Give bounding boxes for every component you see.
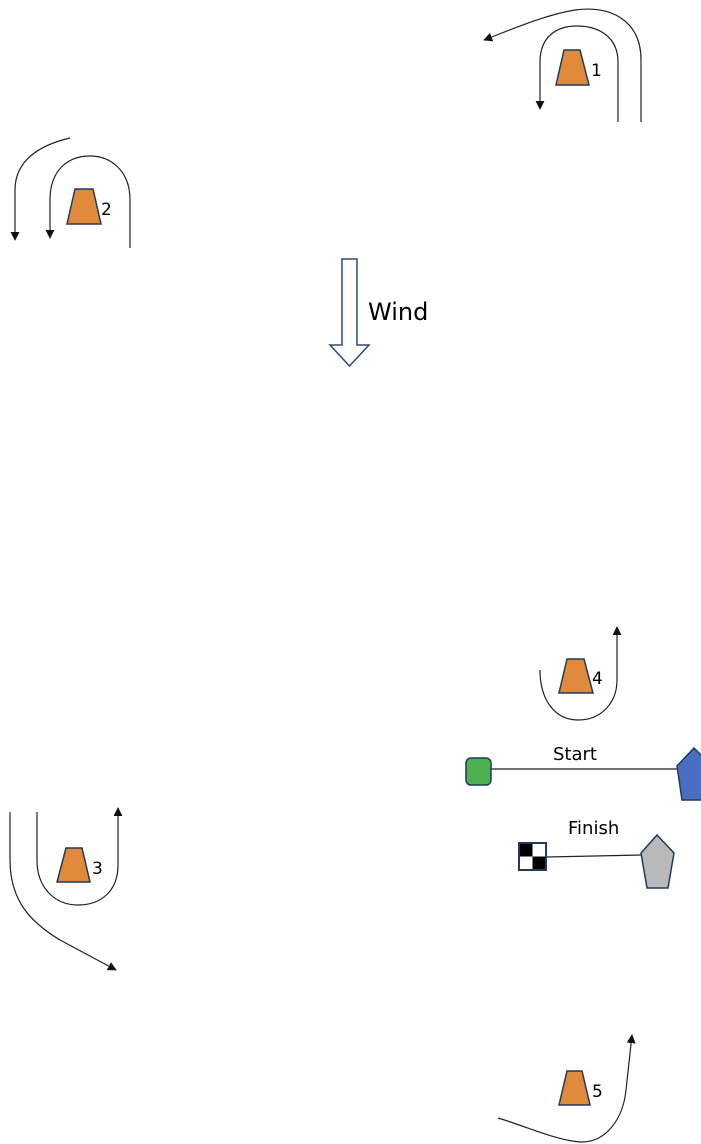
- mark-1-outer-path: [483, 8, 642, 122]
- mark-5-group: 5: [497, 1034, 636, 1143]
- finish-line: [546, 854, 643, 858]
- mark-4-path: [539, 626, 622, 721]
- start-line-group: Start: [465, 744, 701, 801]
- mark-1-inner-path: [535, 25, 619, 122]
- mark-2-inner-path: [45, 155, 131, 248]
- wind-label: Wind: [368, 298, 428, 326]
- mark-4-buoy: [558, 658, 594, 694]
- mark-3-outer-path: [9, 812, 117, 971]
- mark-5-buoy: [558, 1070, 591, 1106]
- mark-5-path: [497, 1034, 636, 1143]
- mark-3-label: 3: [92, 859, 103, 879]
- mark-4-group: 4: [539, 626, 622, 721]
- mark-2-label: 2: [101, 200, 112, 220]
- finish-checkered-flag-icon: [518, 842, 547, 871]
- start-committee-boat: [676, 746, 701, 801]
- mark-4-label: 4: [592, 669, 603, 689]
- mark-2-group: 2: [10, 137, 131, 248]
- finish-label: Finish: [568, 818, 619, 839]
- mark-3-buoy: [56, 847, 91, 883]
- wind-arrow-icon: [328, 258, 371, 368]
- start-pin-buoy: [465, 757, 492, 786]
- mark-1-buoy: [555, 49, 590, 86]
- mark-1-group: 1: [483, 8, 642, 122]
- mark-3-inner-path: [36, 807, 123, 906]
- mark-3-group: 3: [9, 807, 123, 971]
- mark-1-label: 1: [591, 61, 602, 81]
- mark-2-buoy: [66, 188, 102, 225]
- wind-indicator: Wind: [328, 258, 428, 368]
- mark-5-label: 5: [592, 1082, 603, 1102]
- finish-committee-boat: [640, 833, 675, 889]
- mark-2-outer-path: [10, 137, 71, 241]
- finish-line-group: Finish: [518, 818, 675, 889]
- start-label: Start: [553, 744, 597, 765]
